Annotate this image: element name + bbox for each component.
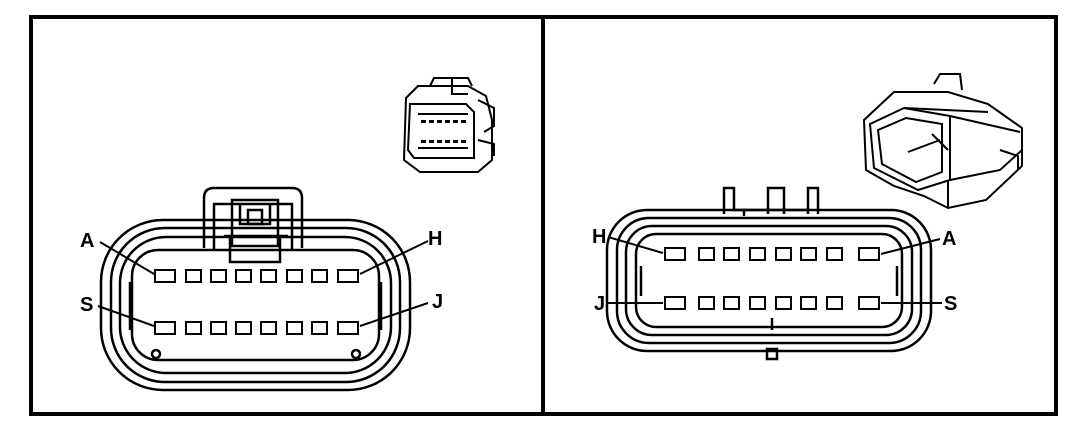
right-bottom-pin-row	[664, 296, 880, 310]
right-connector-thumbnail	[862, 73, 1023, 210]
left-top-pin-row	[154, 269, 359, 283]
right-top-pin-row	[664, 247, 880, 261]
left-leader-lines	[97, 240, 429, 327]
right-label-s: S	[944, 293, 957, 315]
right-label-a: A	[942, 228, 956, 250]
right-panel-frame	[541, 15, 1058, 416]
right-leader-lines	[607, 236, 942, 304]
left-connector-thumbnail	[402, 77, 495, 173]
left-label-h: H	[428, 228, 442, 250]
right-label-j: J	[594, 293, 605, 315]
left-label-a: A	[80, 230, 94, 252]
left-label-s: S	[80, 294, 93, 316]
left-bottom-pin-row	[154, 321, 359, 335]
right-label-h: H	[592, 226, 606, 248]
left-label-j: J	[432, 291, 443, 313]
left-thumbnail-pins	[421, 120, 466, 143]
right-connector-face	[605, 186, 933, 361]
